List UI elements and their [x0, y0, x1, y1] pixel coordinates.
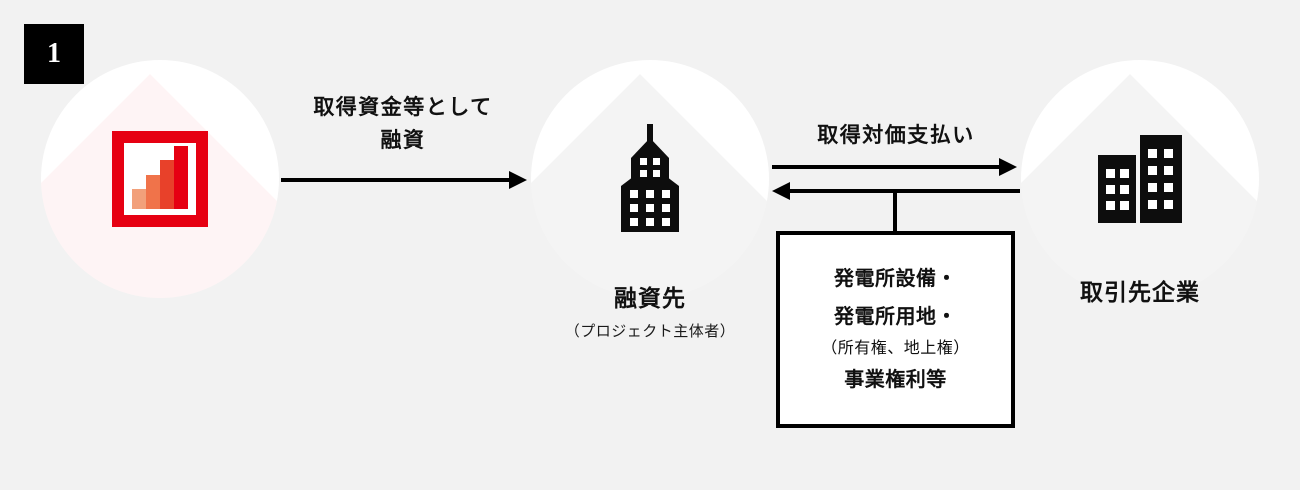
step-number-text: 1: [47, 38, 61, 69]
bar-chart-bar-4: [174, 145, 188, 209]
arrow-shaft-asset-transfer: [790, 189, 1020, 193]
connector-asset-box: [893, 191, 897, 233]
arrow-head-acquisition-payment: [999, 158, 1017, 176]
node-borrower-label-sub: （プロジェクト主体者）: [564, 322, 736, 340]
arrow-shaft-financing: [281, 178, 513, 182]
bar-chart-plot: [124, 143, 196, 215]
node-loan-source: [41, 60, 279, 298]
node-borrower: 融資先 （プロジェクト主体者）: [531, 60, 769, 340]
bar-chart-bar-1: [132, 189, 146, 209]
two-buildings-icon: [1021, 60, 1259, 298]
bar-chart-bar-3: [160, 160, 174, 209]
arrow-head-asset-transfer: [772, 182, 790, 200]
bar-chart-bar-2: [146, 174, 160, 209]
step-number-badge: 1: [24, 24, 84, 84]
arrow-shaft-acquisition-payment: [772, 165, 1003, 169]
asset-box-line: 発電所用地・: [834, 305, 957, 328]
bar-chart-icon: [41, 60, 279, 298]
asset-box: 発電所設備・ 発電所用地・ （所有権、地上権） 事業権利等: [776, 231, 1015, 428]
tower-building-icon: [531, 60, 769, 298]
asset-box-line: 発電所設備・: [834, 267, 957, 290]
arrow-head-financing: [509, 171, 527, 189]
node-borrower-label: 融資先 （プロジェクト主体者）: [490, 284, 810, 341]
flow-label-financing: 取得資金等として 融資: [313, 96, 493, 152]
asset-box-line: 事業権利等: [844, 369, 947, 392]
node-borrower-label-main: 融資先: [614, 285, 686, 311]
bar-chart-icon-frame: [112, 131, 208, 227]
node-partner-label: 取引先企業: [980, 278, 1300, 307]
node-partner-label-main: 取引先企業: [1080, 279, 1200, 305]
tower-building-icon-svg: [621, 124, 679, 232]
node-partner: 取引先企業: [1021, 60, 1259, 305]
asset-box-line: （所有権、地上権）: [821, 339, 970, 357]
flow-label-acquisition-payment: 取得対価支払い: [817, 124, 975, 147]
two-buildings-icon-svg: [1098, 135, 1182, 223]
